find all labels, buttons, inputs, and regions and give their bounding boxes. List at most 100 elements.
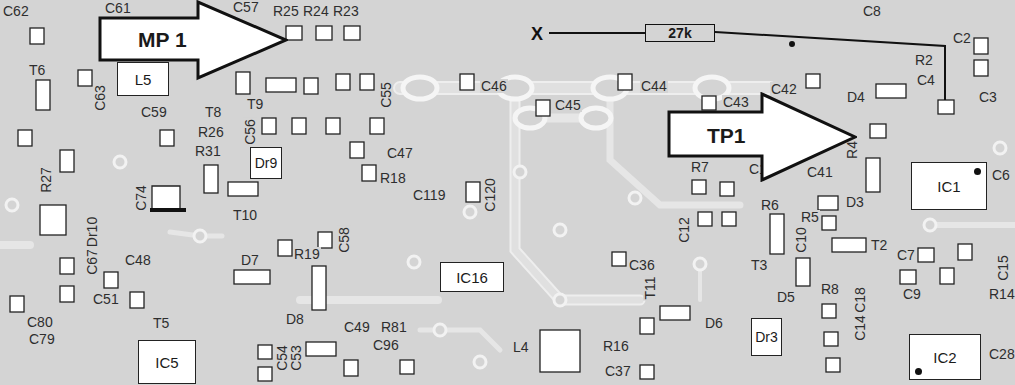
resistor-box: 27k — [645, 24, 715, 42]
part-label: R81 — [380, 320, 408, 334]
part-label: C54 — [275, 344, 289, 372]
part-label: T6 — [28, 63, 46, 77]
copper-traces — [0, 88, 1015, 350]
part-label: D5 — [776, 290, 796, 304]
part-label: R18 — [379, 171, 407, 185]
choke-body: Dr3 — [751, 318, 782, 356]
part-label: C37 — [604, 364, 632, 378]
part-label: D6 — [704, 316, 724, 330]
ic-package: IC2 — [909, 334, 981, 380]
part-label: T11 — [643, 275, 657, 300]
part-label: C56 — [243, 118, 257, 146]
part-label: D7 — [240, 253, 260, 267]
part-label: C120 — [483, 177, 497, 212]
part-label: R23 — [332, 4, 360, 18]
part-label: C79 — [28, 332, 56, 346]
callout-text: TP1 — [707, 125, 746, 146]
component-name: IC16 — [456, 270, 488, 285]
part-label: C45 — [554, 98, 582, 112]
part-label: T10 — [232, 208, 258, 222]
part-label: C67 — [85, 248, 99, 276]
component-name: IC2 — [933, 350, 956, 365]
part-label: D8 — [285, 312, 305, 326]
part-label: C10 — [794, 226, 808, 254]
part-label: C44 — [640, 79, 668, 93]
part-label: Dr10 — [85, 216, 99, 248]
wire-end-mark: X — [530, 25, 544, 43]
part-label: R24 — [302, 4, 330, 18]
component-name: IC5 — [155, 355, 178, 370]
capacitor-outline — [150, 186, 186, 210]
callout-text: MP 1 — [138, 29, 187, 50]
part-label: C18 — [853, 286, 867, 314]
part-label: C74 — [134, 184, 148, 212]
added-wire — [549, 32, 945, 100]
part-label: D3 — [845, 195, 865, 209]
part-label: C49 — [343, 320, 371, 334]
part-label: R6 — [760, 198, 780, 212]
component-name: L5 — [135, 72, 152, 87]
part-label: C36 — [628, 258, 656, 272]
component-name: Dr3 — [755, 330, 778, 344]
part-label: C62 — [2, 4, 30, 18]
part-label: C80 — [26, 315, 54, 329]
part-label: C4 — [916, 73, 936, 87]
part-label: C96 — [372, 338, 400, 352]
component-name: Dr9 — [255, 156, 278, 170]
part-label: C2 — [952, 31, 972, 45]
callout-arrow: TP1 — [667, 92, 857, 182]
part-label: C9 — [902, 287, 922, 301]
part-label: C46 — [480, 79, 508, 93]
part-label: C63 — [93, 84, 107, 112]
ic-package: IC1 — [911, 162, 987, 210]
part-label: R19 — [293, 247, 321, 261]
part-label: C41 — [806, 165, 834, 179]
part-label: C43 — [722, 95, 750, 109]
part-label: C47 — [386, 146, 414, 160]
part-label: C119 — [412, 188, 446, 202]
arrow-outline — [667, 92, 857, 182]
part-label: L4 — [512, 340, 530, 354]
part-label: T9 — [246, 97, 264, 111]
part-label: C6 — [991, 168, 1011, 182]
part-label: R2 — [914, 53, 934, 67]
part-label: R25 — [272, 4, 300, 18]
part-label: C3 — [978, 90, 998, 104]
inductor-body: L5 — [117, 62, 169, 96]
pin-one-dot — [974, 168, 981, 175]
part-label: C15 — [996, 254, 1010, 282]
part-label: C8 — [862, 4, 882, 18]
part-label: R27 — [39, 166, 53, 194]
part-label: C58 — [337, 226, 351, 254]
pin-one-dot — [915, 368, 922, 375]
component-name: IC1 — [937, 179, 960, 194]
part-label: C59 — [140, 105, 168, 119]
part-label: T3 — [750, 258, 768, 272]
part-label: R31 — [194, 144, 222, 158]
component-name: 27k — [668, 26, 691, 40]
arrow-shape — [669, 94, 855, 180]
part-label: T2 — [870, 238, 888, 252]
part-label: T5 — [152, 316, 170, 330]
part-label: C55 — [379, 81, 393, 109]
part-label: C51 — [92, 292, 120, 306]
part-label: R5 — [800, 210, 820, 224]
part-label: C48 — [124, 253, 152, 267]
part-label: R7 — [690, 160, 710, 174]
part-label: C61 — [104, 1, 132, 15]
part-label: C7 — [896, 248, 916, 262]
part-label: R14 — [988, 287, 1015, 301]
part-label: R4 — [845, 140, 859, 160]
vias — [6, 142, 1006, 368]
ic-package: IC5 — [138, 340, 196, 384]
part-label: R8 — [820, 282, 840, 296]
part-label: C28 — [988, 347, 1015, 361]
ic-package: IC16 — [440, 262, 504, 292]
part-label: C57 — [232, 0, 260, 14]
part-label: R16 — [602, 339, 630, 353]
part-label: T8 — [204, 105, 222, 119]
part-label: C42 — [770, 82, 798, 96]
part-label: C12 — [677, 216, 691, 244]
part-label: D4 — [846, 90, 866, 104]
part-label: C14 — [853, 314, 867, 342]
